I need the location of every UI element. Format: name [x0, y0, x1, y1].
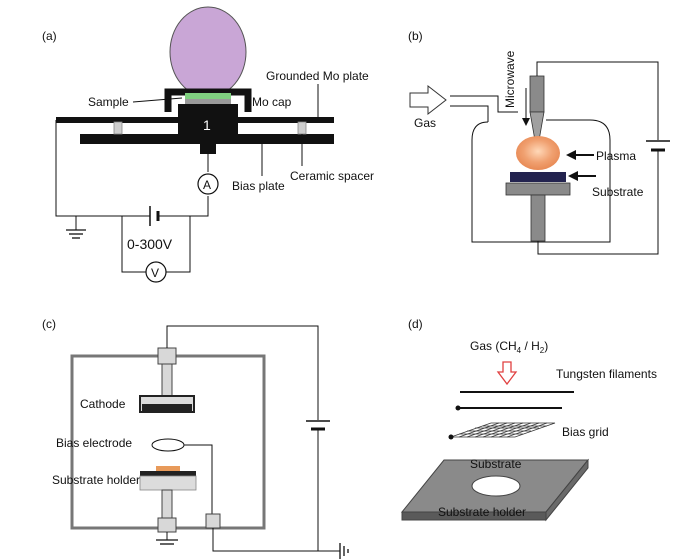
ammeter — [197, 173, 219, 195]
cathode-label: Cathode — [80, 397, 126, 411]
panel-a: (a) 1 Sample Grounded Mo plate Mo cap Bi… — [42, 6, 374, 283]
microwave-tip — [529, 111, 545, 153]
gas-composition-label: Gas (CH4 / H2) — [470, 339, 548, 355]
filament-2-end — [455, 405, 461, 411]
plasma-b — [516, 136, 560, 170]
substrate-holder-b — [505, 182, 571, 196]
circuit-b-top — [536, 61, 659, 140]
gas-arrow — [409, 84, 447, 116]
wire-to-ammeter — [158, 196, 209, 217]
bias-grid-contact — [448, 434, 454, 440]
substrate-holder-body — [139, 475, 197, 491]
cathode-stem — [161, 363, 173, 397]
substrate-label-b: Substrate — [592, 185, 644, 199]
panel-d-label: (d) — [408, 317, 423, 331]
battery-b — [646, 140, 670, 152]
sample-label: Sample — [88, 95, 129, 109]
substrate-holder-top — [140, 471, 196, 476]
substrate-holder-label-d: Substrate holder — [438, 505, 526, 519]
panel-c-label: (c) — [42, 317, 56, 331]
bias-feedthrough — [205, 513, 221, 529]
bias-plate — [80, 134, 334, 144]
plasma-ball-a — [169, 6, 247, 98]
electrode-number: 1 — [203, 117, 211, 133]
substrate-d — [471, 475, 521, 497]
gas-inlet-bottom — [450, 105, 489, 122]
ammeter-label: A — [203, 178, 211, 192]
circuit-c-top — [166, 325, 319, 420]
cathode-surface — [142, 404, 192, 411]
sample-holder — [185, 99, 231, 104]
bias-connector — [200, 144, 216, 154]
chamber-wall — [471, 119, 611, 243]
voltmeter-wire-right — [166, 216, 191, 273]
panel-d: (d) Gas (CH4 / H2) Tungsten filaments Bi… — [400, 317, 657, 522]
ground-symbol-c-left — [156, 539, 178, 545]
gas-label: Gas — [414, 116, 436, 130]
microwave-label: Microwave — [503, 50, 517, 108]
ceramic-spacer-left — [113, 121, 123, 135]
holder-shaft-b — [530, 194, 546, 242]
bias-grid-label: Bias grid — [562, 425, 609, 439]
sample-c — [156, 466, 180, 471]
ground-symbol-a — [66, 216, 86, 239]
battery-a — [149, 206, 160, 226]
sample — [185, 93, 231, 99]
circuit-b-bottom — [537, 150, 659, 255]
voltage-range-label: 0-300V — [127, 236, 173, 252]
holder-feedthrough-c — [157, 517, 177, 533]
gas-arrow-d — [496, 361, 518, 386]
ceramic-spacer-right — [297, 121, 307, 135]
panel-b: (b) Gas Microwave Plasma — [408, 29, 670, 255]
bias-electrode-wire — [184, 444, 213, 514]
plasma-arrow-head — [566, 150, 576, 160]
cathode-feedthrough — [157, 347, 177, 365]
voltmeter-wire-left — [121, 216, 146, 273]
substrate-b — [510, 172, 566, 182]
bias-grid — [450, 422, 556, 438]
grounded-mo-plate-right — [238, 117, 334, 123]
battery-c — [306, 420, 330, 431]
panel-b-label: (b) — [408, 29, 423, 43]
circuit-c-bottom — [212, 429, 319, 552]
substrate-label-d: Substrate — [470, 457, 522, 471]
sample-pointer — [132, 97, 183, 103]
mo-plate-label: Grounded Mo plate — [266, 69, 369, 83]
panel-c: (c) Cathode Bias electrode Substrate hol… — [42, 317, 349, 559]
substrate-arrow-head — [568, 171, 578, 181]
grounded-mo-plate-left — [56, 117, 178, 123]
bias-electrode-label: Bias electrode — [56, 436, 132, 450]
ceramic-spacer-label: Ceramic spacer — [290, 169, 374, 183]
voltmeter — [145, 261, 167, 283]
ground-symbol-c-right — [339, 543, 349, 559]
ground-wire — [55, 120, 76, 217]
bias-electrode — [151, 438, 185, 452]
mo-cap — [164, 88, 252, 112]
holder-stem-c — [161, 489, 173, 519]
substrate-holder-d-side — [545, 458, 589, 522]
tungsten-label: Tungsten filaments — [556, 367, 657, 381]
plasma-label: Plasma — [596, 149, 636, 163]
microwave-waveguide — [529, 75, 545, 113]
substrate-holder-label-c: Substrate holder — [52, 473, 140, 487]
voltmeter-label: V — [151, 266, 159, 280]
bias-plate-label: Bias plate — [232, 179, 285, 193]
gas-inlet-top — [450, 95, 518, 113]
microwave-arrow-head — [522, 118, 530, 126]
mo-cap-label: Mo cap — [252, 95, 292, 109]
panel-a-label: (a) — [42, 29, 57, 43]
